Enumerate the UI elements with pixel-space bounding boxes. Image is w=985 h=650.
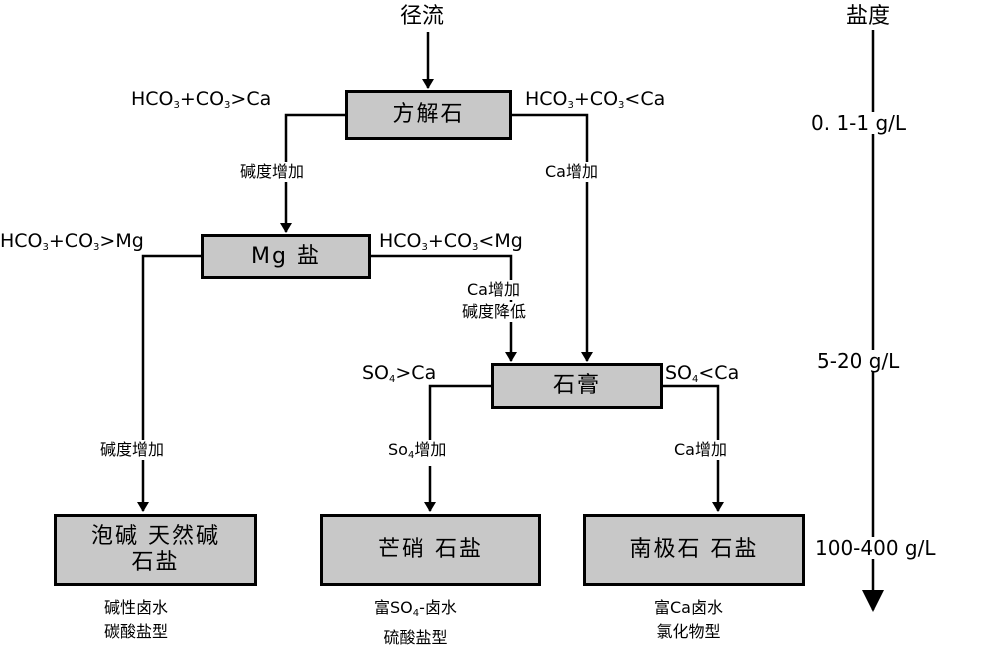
arrow-calcite-to-mg <box>280 113 346 233</box>
arrow-mg-to-final1 <box>137 254 203 512</box>
final-box-3: 南极石 石盐 <box>583 514 805 586</box>
caption-final-2-line2: 硫酸盐型 <box>383 628 448 647</box>
caption-final-3: 富Ca卤水 氯化物型 <box>654 596 723 644</box>
calcite-box: 方解石 <box>345 90 512 140</box>
final-1-minerals-line1: 泡碱 天然碱 <box>91 524 220 549</box>
caption-final-3-line2: 氯化物型 <box>656 622 721 641</box>
arrow-calcite-to-gypsum <box>511 113 593 362</box>
arrow-gypsum-to-final2 <box>424 384 493 512</box>
caption-final-1-line2: 碳酸盐型 <box>104 622 169 641</box>
caption-final-2-line1: 富SO4-卤水 <box>374 598 457 619</box>
caption-final-1-line1: 碱性卤水 <box>104 598 169 617</box>
final-1-minerals-line2: 石盐 <box>131 550 180 575</box>
label-ca-increase-2: Ca增加 <box>467 280 520 300</box>
calcite-label: 方解石 <box>392 102 465 127</box>
final-3-minerals: 南极石 石盐 <box>629 537 759 562</box>
condition-mg-right: HCO3+CO3<Mg <box>379 230 523 253</box>
salinity-level-2: 5-20 g/L <box>814 350 903 372</box>
label-so4-increase: So4增加 <box>388 440 447 466</box>
gypsum-box: 石膏 <box>491 363 663 409</box>
salinity-axis-title: 盐度 <box>846 4 891 29</box>
final-box-2: 芒硝 石盐 <box>320 514 541 586</box>
label-alkalinity-increase-2: 碱度增加 <box>100 440 165 460</box>
condition-calcite-right: HCO3+CO3<Ca <box>525 88 666 111</box>
label-ca-increase-3: Ca增加 <box>674 440 727 460</box>
caption-final-2: 富SO4-卤水 硫酸盐型 <box>374 596 457 650</box>
label-ca-increase-1: Ca增加 <box>545 162 598 182</box>
caption-final-3-line1: 富Ca卤水 <box>654 598 723 617</box>
condition-mg-left: HCO3+CO3>Mg <box>0 230 144 253</box>
final-2-minerals: 芒硝 石盐 <box>378 537 483 562</box>
salinity-level-1: 0. 1-1 g/L <box>808 112 910 134</box>
final-box-1: 泡碱 天然碱 石盐 <box>54 514 257 586</box>
salinity-level-3: 100-400 g/L <box>812 537 939 559</box>
condition-calcite-left: HCO3+CO3>Ca <box>131 88 272 111</box>
runoff-label: 径流 <box>400 4 445 29</box>
label-alkalinity-decrease: 碱度降低 <box>462 302 527 322</box>
arrow-gypsum-to-final3 <box>662 384 724 512</box>
arrow-mg-to-gypsum <box>370 254 517 362</box>
condition-gypsum-right: SO4<Ca <box>665 362 740 385</box>
label-alkalinity-increase-1: 碱度增加 <box>240 162 305 182</box>
mg-salt-label: Mg 盐 <box>251 243 321 269</box>
condition-gypsum-left: SO4>Ca <box>362 362 437 385</box>
mg-salt-box: Mg 盐 <box>201 234 371 279</box>
caption-final-1: 碱性卤水 碳酸盐型 <box>104 596 168 644</box>
gypsum-label: 石膏 <box>552 373 601 398</box>
